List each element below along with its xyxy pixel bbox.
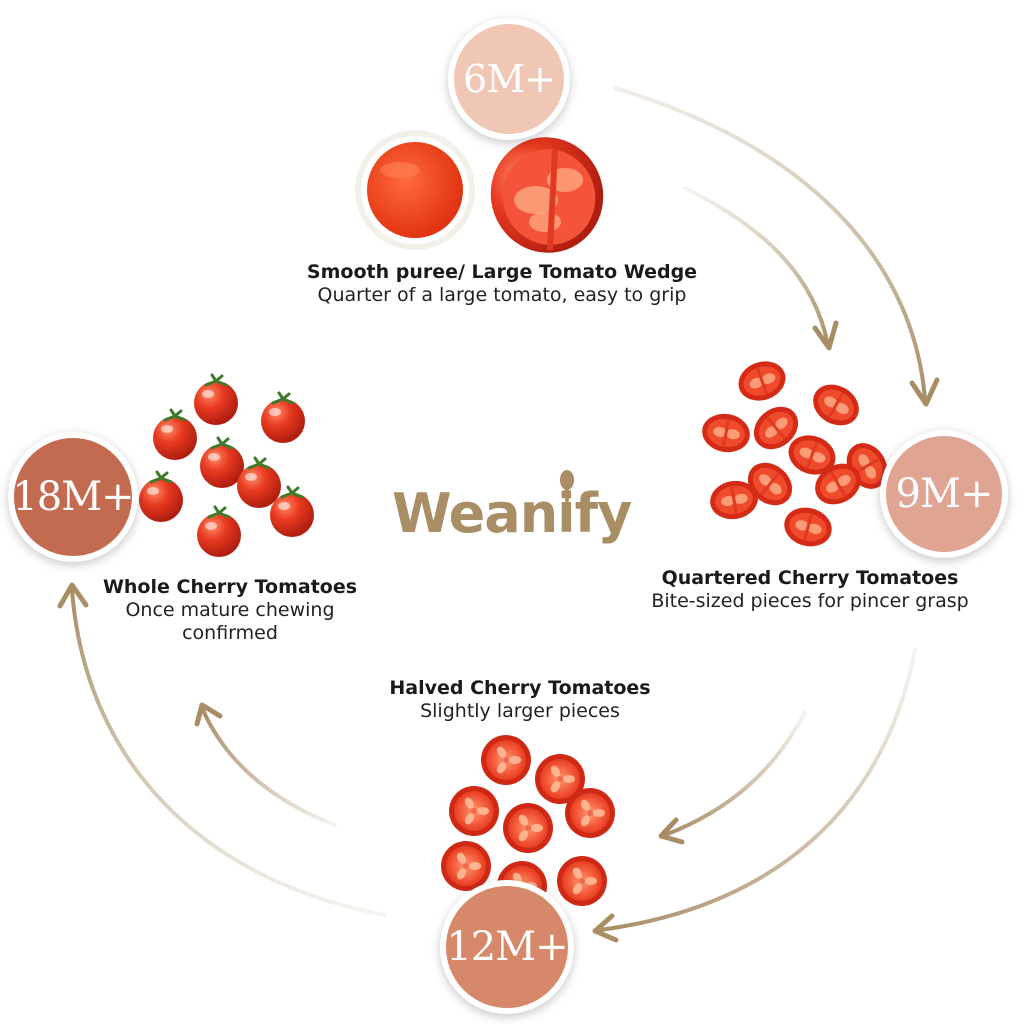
stage-18m-description: Once mature chewing confirmed [125,598,335,644]
age-badge-9m: 9M+ [880,430,1008,558]
brand-spoon-mark [560,470,574,502]
whole-cherry-tomato [200,436,244,488]
age-badge-6m: 6M+ [448,18,570,140]
stage-6m-title: Smooth puree/ Large Tomato Wedge [306,261,698,283]
whole-cherry-tomato [139,470,183,522]
arrow-6m-to-9m-inner [683,186,830,347]
halved-tomato-piece [535,754,585,804]
halved-tomato-piece [557,856,607,906]
stage-18m-caption: Whole Cherry Tomatoes Once mature chewin… [80,576,380,644]
halved-tomato-piece [503,803,553,853]
quartered-tomato-piece [738,361,786,401]
whole-cherry-tomato [261,391,305,443]
stage-18m-title: Whole Cherry Tomatoes [102,576,358,598]
halved-tomato-piece [449,786,499,836]
whole-cherry-tomato [194,373,238,425]
quartered-tomato-piece [788,435,836,475]
whole-cherry-tomatoes-image [139,373,314,557]
quartered-tomato-piece [753,406,799,450]
stage-12m-title: Halved Cherry Tomatoes [389,677,651,699]
arrowhead-outer-right [909,377,940,407]
stage-9m-description: Bite-sized pieces for pincer grasp [651,589,969,612]
whole-cherry-tomato [197,505,241,557]
quartered-tomato-piece [815,463,861,505]
cycle-arrows [70,86,927,932]
quartered-tomato-piece [710,480,758,520]
arrowhead-inner-bottom [658,817,685,845]
stage-12m-description: Slightly larger pieces [420,699,620,722]
stage-9m-title: Quartered Cherry Tomatoes [661,567,959,589]
arrowhead-outer-left [57,582,89,609]
arrow-12m-to-18m-outer [70,588,387,917]
arrowhead-outer-bottom [592,913,619,943]
age-badge-18m: 18M+ [8,432,138,562]
halved-tomato-piece [441,841,491,891]
stage-6m-description: Quarter of a large tomato, easy to grip [317,283,687,306]
stage-12m-caption: Halved Cherry Tomatoes Slightly larger p… [340,677,700,723]
puree-bowl-image [355,130,475,250]
arrowhead-inner-left [194,702,223,727]
quartered-tomato-piece [784,507,832,547]
brand-logo: Weanify [392,478,642,548]
arrowhead-inner-right [812,320,839,351]
arrow-9m-to-12m-inner [663,710,807,837]
arrow-9m-to-12m-outer [598,648,917,932]
whole-cherry-tomato [270,485,314,537]
halved-cherry-tomatoes-image [441,735,615,911]
quartered-tomato-piece [702,413,750,453]
whole-cherry-tomato [153,408,197,460]
age-label-12m: 12M+ [446,924,568,970]
stage-6m-caption: Smooth puree/ Large Tomato Wedge Quarter… [262,261,742,307]
arrow-6m-to-9m-outer [613,86,927,402]
whole-cherry-tomato [237,456,281,508]
quartered-cherry-tomatoes-image [702,361,888,547]
age-label-9m: 9M+ [895,471,994,517]
arrow-12m-to-18m-inner [201,708,337,827]
halved-tomato-piece [565,788,615,838]
age-label-6m: 6M+ [463,57,556,101]
quartered-tomato-piece [813,384,859,426]
brand-name: Weanify [392,481,632,545]
quartered-tomato-piece [747,462,793,506]
tomato-wedge-image [490,137,604,253]
age-badge-12m: 12M+ [440,880,574,1014]
arrow-heads [57,320,940,943]
stage-9m-caption: Quartered Cherry Tomatoes Bite-sized pie… [640,567,980,613]
age-label-18m: 18M+ [12,474,134,520]
halved-tomato-piece [481,735,531,785]
